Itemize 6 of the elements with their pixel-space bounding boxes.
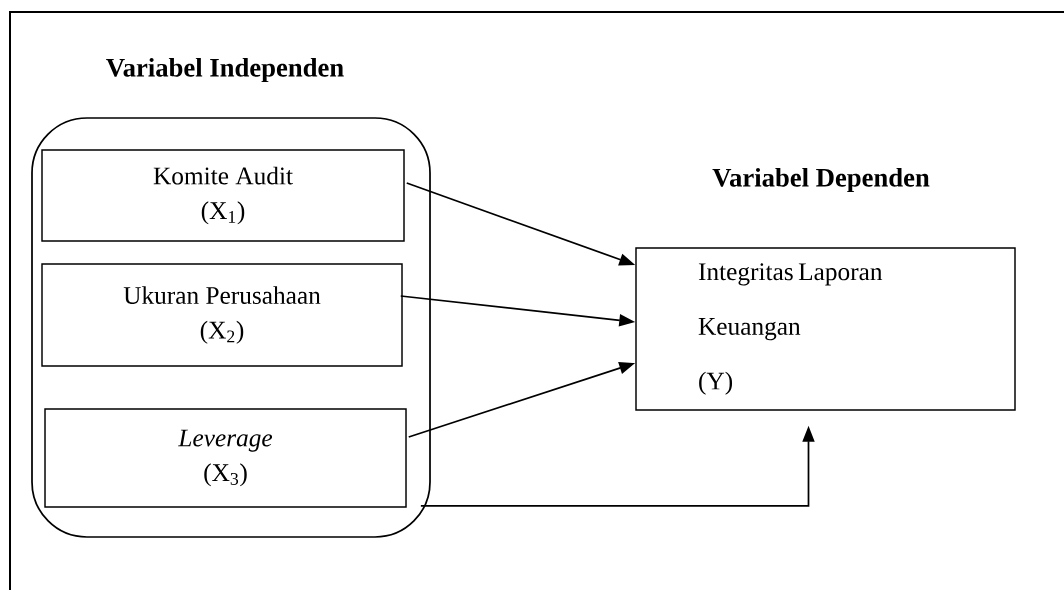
variable-box: Integritas Laporan Keuangan (Y) bbox=[635, 247, 1016, 411]
heading: Variabel Independen bbox=[106, 57, 344, 83]
variable-box: Ukuran Perusahaan (X$_{2}$) bbox=[41, 263, 403, 367]
heading: Variabel Dependen bbox=[712, 167, 930, 193]
variable-box: Komite Audit (X$_{1}$) bbox=[41, 149, 405, 242]
variable-box: Leverage (X$_{3}$) bbox=[44, 408, 407, 508]
